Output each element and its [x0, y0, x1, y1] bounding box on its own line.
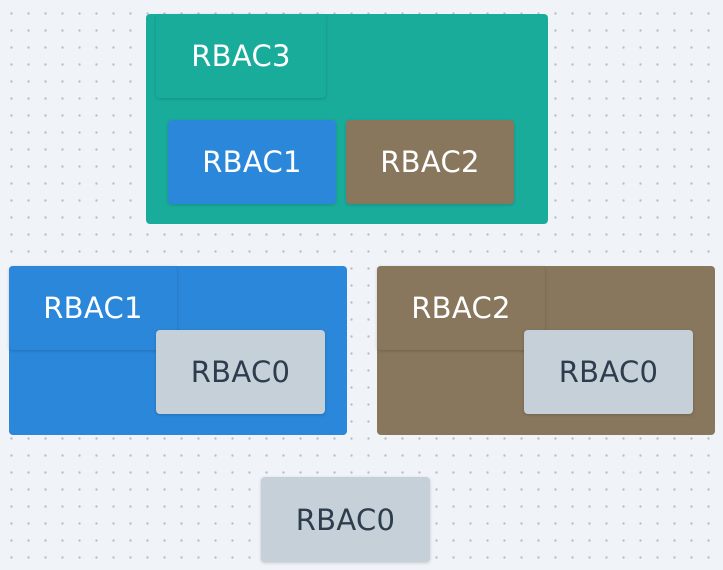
rbac1-container: RBAC1 RBAC0	[9, 266, 347, 435]
rbac2-container: RBAC2 RBAC0	[377, 266, 715, 435]
rbac1-child-rbac0: RBAC0	[156, 330, 325, 414]
rbac3-child-rbac1: RBAC1	[168, 120, 336, 204]
rbac3-child-rbac2: RBAC2	[346, 120, 514, 204]
rbac0-standalone: RBAC0	[261, 477, 430, 562]
rbac3-title: RBAC3	[156, 14, 326, 98]
rbac2-child-rbac0: RBAC0	[524, 330, 693, 414]
rbac2-title: RBAC2	[377, 266, 545, 350]
rbac3-container: RBAC3 RBAC1 RBAC2	[146, 14, 548, 224]
rbac1-title: RBAC1	[9, 266, 177, 350]
